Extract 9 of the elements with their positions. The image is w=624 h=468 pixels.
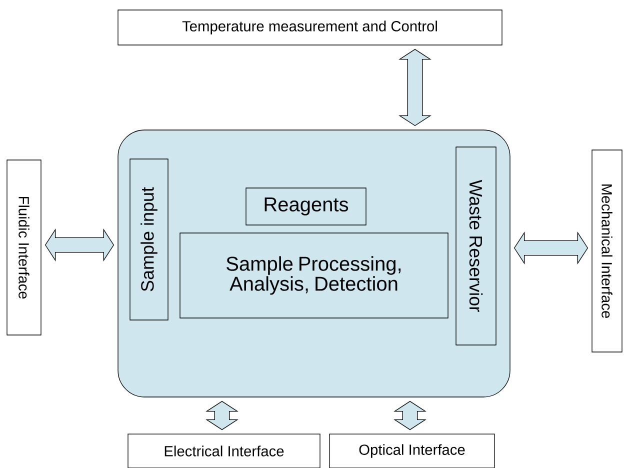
system-box: Temperature measurement and Control xyxy=(118,10,502,46)
module-box: Sample Processing, Analysis, Detection xyxy=(180,232,448,318)
interface-box: Optical Interface xyxy=(329,434,495,468)
interface-box: Fluidic Interface xyxy=(6,160,42,336)
module-box: Sample input xyxy=(130,158,168,320)
module-box: Reagents xyxy=(246,188,366,226)
interface-box: Mechanical Interface xyxy=(592,150,622,352)
interface-box: Electrical Interface xyxy=(128,434,320,468)
module-box: Waste Reservior xyxy=(456,146,496,346)
